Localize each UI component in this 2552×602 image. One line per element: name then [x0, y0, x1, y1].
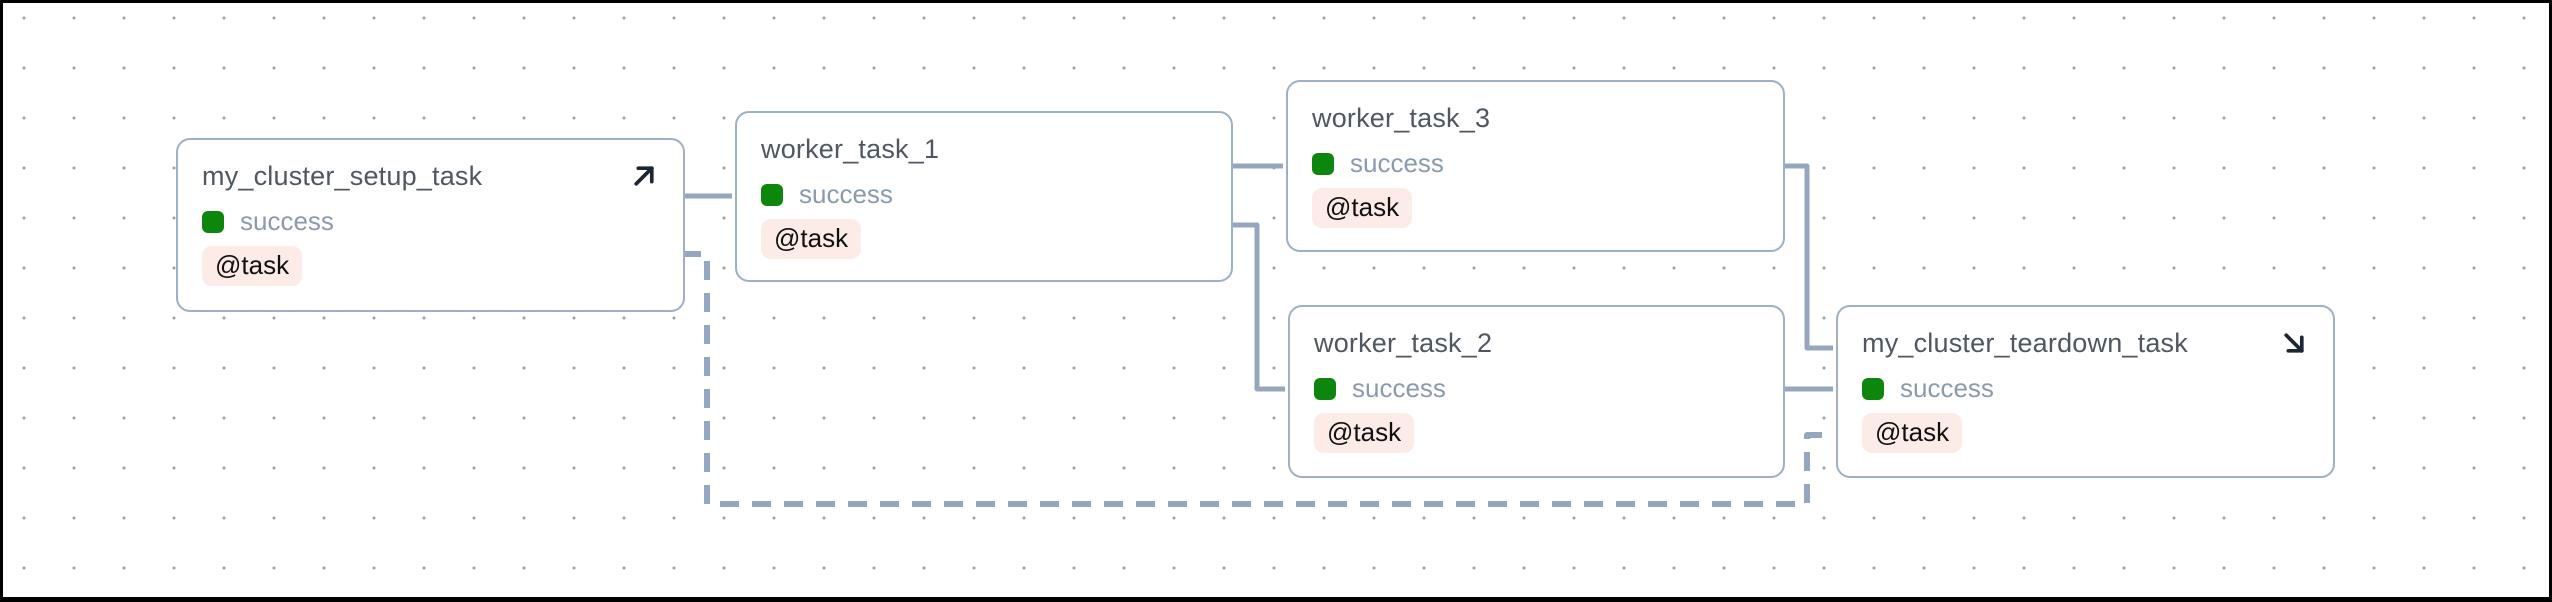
edge-worker3-to-teardown [1782, 163, 1833, 351]
success-status-square [1314, 377, 1336, 400]
badge-row: @task [1314, 413, 1761, 453]
task-name: worker_task_1 [761, 133, 940, 164]
task-name: my_cluster_setup_task [202, 160, 483, 191]
edge-worker1-to-worker2 [1230, 222, 1285, 392]
task-title-row: my_cluster_setup_task [202, 158, 661, 194]
success-status-square [202, 210, 224, 233]
task-node-my_cluster_teardown_task[interactable]: my_cluster_teardown_task success @task [1836, 305, 2335, 478]
badge-row: @task [761, 219, 1209, 259]
status-label: success [240, 206, 334, 236]
task-status-row: success [1312, 148, 1761, 178]
edge-layer [682, 163, 1833, 507]
task-title-row: worker_task_3 [1312, 100, 1761, 136]
task-name: my_cluster_teardown_task [1862, 327, 2188, 358]
badge-row: @task [202, 246, 661, 286]
badge-row: @task [1312, 188, 1761, 228]
task-name: worker_task_2 [1314, 327, 1493, 358]
task-status-row: success [761, 179, 1209, 209]
task-node-worker_task_3[interactable]: worker_task_3 success @task [1286, 80, 1785, 252]
badge-row: @task [1862, 413, 2311, 453]
status-label: success [1350, 148, 1444, 178]
graph-viewport[interactable]: my_cluster_setup_task success @task [3, 3, 2549, 597]
status-label: success [799, 179, 893, 209]
task-decorator-badge: @task [1314, 413, 1415, 453]
success-status-square [1862, 377, 1884, 400]
task-title-row: worker_task_1 [761, 131, 1209, 167]
edge-setup-to-teardown-dashed [682, 251, 1833, 507]
task-decorator-badge: @task [1862, 413, 1963, 453]
task-title-row: my_cluster_teardown_task [1862, 325, 2311, 361]
task-decorator-badge: @task [761, 219, 862, 259]
success-status-square [761, 183, 783, 206]
task-decorator-badge: @task [1312, 188, 1413, 228]
task-node-worker_task_2[interactable]: worker_task_2 success @task [1288, 305, 1785, 478]
status-label: success [1900, 373, 1994, 403]
task-status-row: success [1862, 373, 2311, 403]
success-status-square [1312, 152, 1334, 175]
task-name: worker_task_3 [1312, 102, 1491, 133]
task-node-my_cluster_setup_task[interactable]: my_cluster_setup_task success @task [176, 138, 685, 312]
arrow-up-right-icon [627, 159, 661, 193]
status-label: success [1352, 373, 1446, 403]
task-status-row: success [1314, 373, 1761, 403]
arrow-down-right-icon [2277, 326, 2311, 360]
task-status-row: success [202, 206, 661, 236]
task-decorator-badge: @task [202, 246, 303, 286]
task-node-worker_task_1[interactable]: worker_task_1 success @task [735, 111, 1233, 282]
task-title-row: worker_task_2 [1314, 325, 1761, 361]
